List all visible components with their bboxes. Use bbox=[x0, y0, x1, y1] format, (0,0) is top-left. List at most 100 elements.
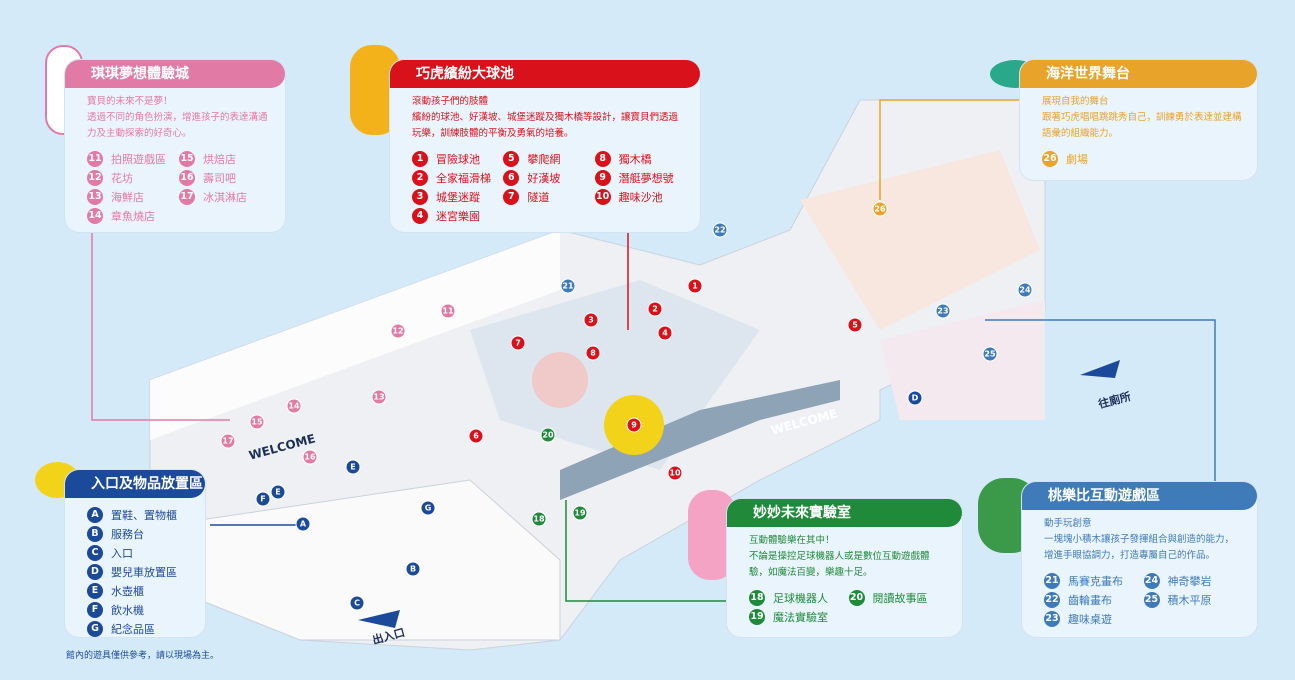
legend-label: 潛艇夢想號 bbox=[618, 171, 674, 185]
panel-title: 海洋世界舞台 bbox=[1020, 60, 1257, 88]
legend-number: 24 bbox=[1143, 572, 1160, 589]
legend-number: 6 bbox=[503, 169, 520, 186]
map-marker: 21 bbox=[560, 278, 576, 294]
map-marker: 23 bbox=[935, 303, 951, 319]
entrance-arrow bbox=[358, 610, 400, 628]
legend-label: 劇場 bbox=[1066, 152, 1088, 166]
description-line: 滾動孩子們的肢體 bbox=[412, 96, 489, 107]
back-wall bbox=[150, 230, 560, 440]
panel-qiqi: 琪琪夢想體驗城寶貝的未來不是夢！透過不同的角色扮演，增進孩子的表達溝通力及主動探… bbox=[65, 60, 285, 232]
legend-number: G bbox=[87, 620, 103, 637]
map-marker: 5 bbox=[847, 317, 863, 333]
legend-number: C bbox=[87, 544, 103, 561]
legend-label: 水壺櫃 bbox=[111, 584, 144, 598]
panel-mimi: 妙妙未來實驗室互動體驗樂在其中！不論是操控足球機器人或是數位互動遊戲體驗，如魔法… bbox=[727, 499, 962, 637]
legend-number: 10 bbox=[594, 188, 611, 205]
legend-number: D bbox=[87, 563, 103, 580]
legend-label: 隧道 bbox=[527, 190, 550, 204]
legend-item: D 嬰兒車放置區 bbox=[87, 563, 191, 580]
legend-label: 烘焙店 bbox=[203, 152, 236, 166]
legend-item: 8 獨木橋 bbox=[594, 150, 686, 167]
stage-area bbox=[800, 150, 1040, 330]
legend-item: 24 神奇攀岩 bbox=[1143, 572, 1244, 589]
legend-item: 13 海鮮店 bbox=[87, 188, 179, 205]
panel-title: 桃樂比互動遊戲區 bbox=[1022, 482, 1257, 510]
map-marker: E bbox=[270, 484, 286, 500]
legend-label: 神奇攀岩 bbox=[1167, 574, 1212, 588]
map-marker: 1 bbox=[687, 278, 703, 294]
description-line: 繽紛的球池、好漢坡、城堡迷蹤及獨木橋等設計，讓寶貝們透過玩樂，訓練肢體的平衡及勇… bbox=[412, 112, 679, 139]
legend-number: 9 bbox=[594, 169, 611, 186]
legend-label: 海鮮店 bbox=[111, 190, 144, 204]
legend-number: 5 bbox=[503, 150, 520, 167]
legend-item: 12 花坊 bbox=[87, 169, 179, 186]
description-line: 展現自我的舞台 bbox=[1042, 96, 1109, 107]
panel-title: 入口及物品放置區 bbox=[65, 470, 205, 498]
legend-label: 閱讀故事區 bbox=[872, 591, 928, 605]
right-wing bbox=[880, 300, 1045, 420]
legend-item: F 飲水機 bbox=[87, 601, 191, 618]
legend-number: 19 bbox=[749, 608, 765, 625]
legend-label: 花坊 bbox=[111, 171, 133, 185]
legend-number: E bbox=[87, 582, 103, 599]
legend-label: 城堡迷蹤 bbox=[436, 190, 480, 204]
legend-label: 趣味沙池 bbox=[618, 190, 663, 204]
legend-number: 11 bbox=[87, 150, 103, 167]
legend-number: B bbox=[87, 525, 103, 542]
panel-tiger: 巧虎繽紛大球池滾動孩子們的肢體繽紛的球池、好漢坡、城堡迷蹤及獨木橋等設計，讓寶貝… bbox=[390, 60, 700, 232]
legend-number: 8 bbox=[594, 150, 611, 167]
legend-number: 25 bbox=[1143, 591, 1160, 608]
legend-item: 9 潛艇夢想號 bbox=[594, 169, 686, 186]
legend-label: 拍照遊戲區 bbox=[111, 152, 166, 166]
legend-label: 入口 bbox=[111, 546, 133, 560]
lab-wall bbox=[560, 380, 840, 500]
legend-label: 嬰兒車放置區 bbox=[111, 565, 177, 579]
panel-description: 滾動孩子們的肢體繽紛的球池、好漢坡、城堡迷蹤及獨木橋等設計，讓寶貝們透過玩樂，訓… bbox=[390, 88, 700, 142]
legend-item: 11 拍照遊戲區 bbox=[87, 150, 179, 167]
legend-item: 19 魔法實驗室 bbox=[749, 608, 849, 625]
legend-number: 4 bbox=[412, 207, 428, 224]
legend-number: 2 bbox=[412, 169, 428, 186]
legend-number: 20 bbox=[848, 589, 865, 606]
legend-label: 迷宮樂園 bbox=[436, 209, 480, 223]
map-marker: C bbox=[349, 595, 365, 611]
legend-number: 17 bbox=[179, 188, 195, 205]
legend-label: 魔法實驗室 bbox=[773, 610, 828, 624]
description-line: 動手玩創意 bbox=[1044, 518, 1092, 529]
map-marker: 3 bbox=[583, 312, 599, 328]
legend-label: 全家福滑梯 bbox=[436, 171, 491, 185]
map-marker: D bbox=[907, 390, 923, 406]
legend-number: A bbox=[87, 506, 103, 523]
legend-label: 獨木橋 bbox=[618, 152, 652, 166]
legend-label: 壽司吧 bbox=[203, 171, 236, 185]
map-marker: 20 bbox=[540, 427, 556, 443]
ball-pool bbox=[532, 352, 588, 408]
legend-item: E 水壺櫃 bbox=[87, 582, 191, 599]
map-marker: E bbox=[345, 459, 361, 475]
panel-description: 互動體驗樂在其中！不論是操控足球機器人或是數位互動遊戲體驗，如魔法百變，樂趣十足… bbox=[727, 527, 962, 581]
legend-number: 12 bbox=[87, 169, 103, 186]
legend-label: 好漢坡 bbox=[527, 171, 561, 185]
description-line: 寶貝的未來不是夢！ bbox=[87, 96, 173, 107]
legend-number: 1 bbox=[412, 150, 428, 167]
panel-description: 展現自我的舞台跟著巧虎唱唱跳跳秀自己，訓練勇於表達並建構語彙的組織能力。 bbox=[1020, 88, 1257, 142]
legend-number: F bbox=[87, 601, 103, 618]
legend-label: 趣味桌遊 bbox=[1068, 612, 1112, 626]
map-marker: 14 bbox=[286, 398, 302, 414]
legend-number: 3 bbox=[412, 188, 428, 205]
legend-number: 13 bbox=[87, 188, 103, 205]
connector-lines bbox=[91, 99, 1216, 602]
panel-title: 琪琪夢想體驗城 bbox=[65, 60, 285, 88]
map-marker: 17 bbox=[220, 433, 236, 449]
legend-number: 16 bbox=[179, 169, 195, 186]
map-marker: 8 bbox=[585, 345, 601, 361]
panel-title: 巧虎繽紛大球池 bbox=[390, 60, 700, 88]
legend-label: 飲水機 bbox=[111, 603, 144, 617]
legend-item: 16 壽司吧 bbox=[179, 169, 271, 186]
